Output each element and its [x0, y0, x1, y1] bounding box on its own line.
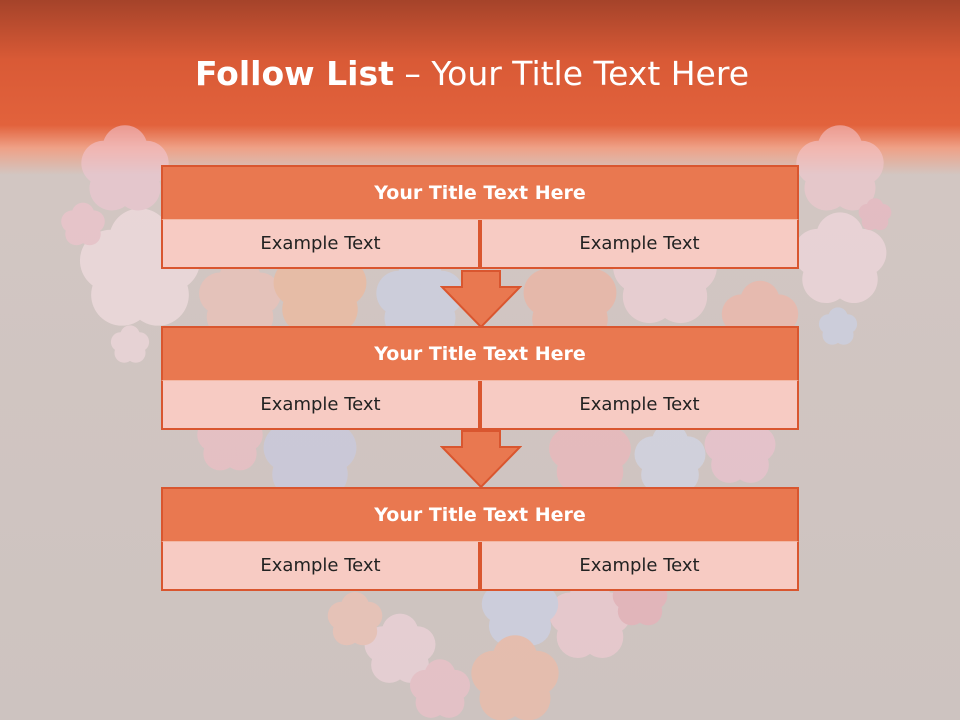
slide-title: Follow List – Your Title Text Here: [0, 54, 944, 93]
down-arrow-icon: [440, 270, 522, 329]
step-box: Your Title Text Here Example Text Exampl…: [161, 165, 799, 269]
step-title: Your Title Text Here: [161, 165, 799, 220]
step-row: Example Text Example Text: [161, 542, 799, 591]
step-box: Your Title Text Here Example Text Exampl…: [161, 487, 799, 591]
step-box: Your Title Text Here Example Text Exampl…: [161, 326, 799, 430]
step-cell-left: Example Text: [161, 542, 480, 591]
step-cell-right: Example Text: [480, 381, 799, 430]
step-title: Your Title Text Here: [161, 326, 799, 381]
step-cell-right: Example Text: [480, 542, 799, 591]
title-rest: – Your Title Text Here: [404, 54, 750, 93]
down-arrow-icon: [440, 430, 522, 489]
step-cell-right: Example Text: [480, 220, 799, 269]
step-title: Your Title Text Here: [161, 487, 799, 542]
title-bold: Follow List: [194, 54, 394, 93]
step-row: Example Text Example Text: [161, 220, 799, 269]
step-row: Example Text Example Text: [161, 381, 799, 430]
step-cell-left: Example Text: [161, 220, 480, 269]
step-cell-left: Example Text: [161, 381, 480, 430]
